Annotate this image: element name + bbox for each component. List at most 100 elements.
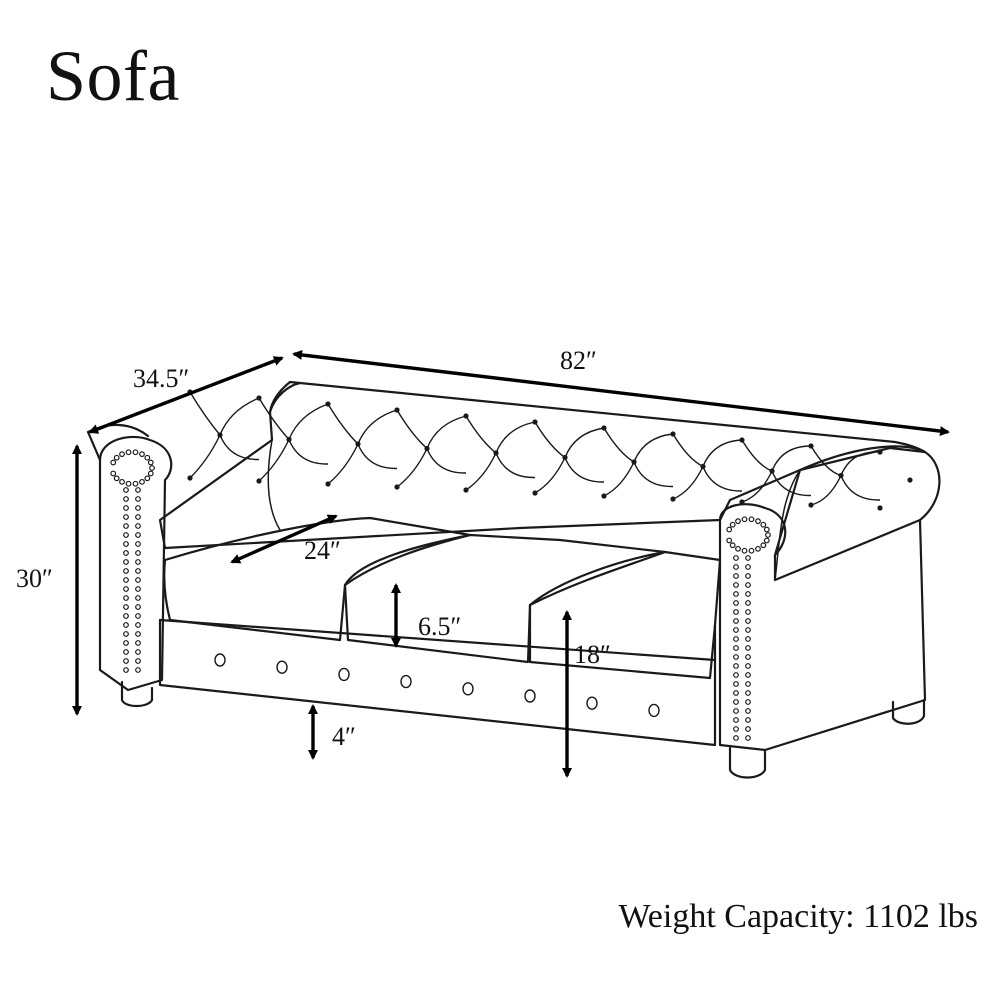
nailhead [763, 526, 770, 533]
depth-arrow [88, 356, 284, 434]
nailhead [745, 582, 751, 588]
nailhead [763, 537, 770, 544]
seat-height-label: 18″ [574, 640, 611, 669]
nailhead [139, 478, 145, 485]
nailhead [123, 496, 129, 502]
nailhead [733, 654, 739, 660]
nailhead [745, 591, 751, 597]
dimension-arrows [72, 349, 950, 778]
nailhead [123, 631, 129, 637]
nailhead [132, 480, 139, 487]
nailhead [741, 516, 748, 523]
nailhead [119, 451, 125, 458]
nailhead [135, 532, 141, 538]
cushion-thickness-label: 6.5″ [418, 612, 462, 641]
sofa-front-rail [158, 618, 717, 747]
nailhead [123, 595, 129, 601]
nailhead [733, 627, 739, 633]
nailhead [745, 609, 751, 615]
nailhead [733, 672, 739, 678]
leg-height-label: 4″ [332, 722, 356, 751]
nailhead [745, 564, 751, 570]
width-arrow [292, 349, 950, 437]
rail-button [524, 689, 536, 703]
nailhead [135, 649, 141, 655]
nailhead [123, 541, 129, 547]
nailhead [745, 573, 751, 579]
sofa-legs [120, 680, 926, 779]
nailhead [123, 559, 129, 565]
nailhead [123, 568, 129, 574]
nailhead [135, 514, 141, 520]
nailhead [119, 478, 125, 485]
nailhead [123, 550, 129, 556]
nailhead [745, 618, 751, 624]
rail-button [586, 696, 598, 710]
nailhead [110, 470, 117, 477]
nailhead [125, 480, 132, 487]
nailhead [745, 672, 751, 678]
nailhead [123, 658, 129, 664]
nailhead [135, 595, 141, 601]
nailhead [733, 609, 739, 615]
nailhead [745, 636, 751, 642]
nailhead [745, 663, 751, 669]
nailhead [123, 487, 129, 493]
nailhead [760, 521, 767, 528]
width-label: 82″ [560, 346, 597, 375]
nailhead [729, 542, 736, 549]
rail-button [338, 667, 350, 682]
weight-capacity: Weight Capacity: 1102 lbs [618, 898, 978, 935]
nailhead [123, 613, 129, 619]
nailhead [733, 699, 739, 705]
nailhead [147, 459, 154, 466]
nailhead [745, 654, 751, 660]
nailhead [135, 640, 141, 646]
nailhead [745, 555, 751, 561]
nailhead [765, 532, 771, 538]
rail-button [462, 682, 474, 696]
rail-button [214, 653, 226, 667]
depth-label: 34.5″ [133, 364, 190, 393]
nailhead [135, 487, 141, 493]
nailhead [733, 564, 739, 570]
nailhead [135, 541, 141, 547]
nailhead [135, 550, 141, 556]
nailhead [735, 545, 741, 552]
nailhead [144, 454, 151, 461]
nailhead [745, 627, 751, 633]
nailhead [123, 514, 129, 520]
nailhead [135, 667, 141, 673]
nailhead [123, 667, 129, 673]
nailhead [123, 523, 129, 529]
nailhead [135, 613, 141, 619]
seat-depth-label: 24″ [304, 536, 341, 565]
nailhead [733, 726, 739, 732]
diagram-title: Sofa [46, 36, 180, 116]
nailhead [123, 604, 129, 610]
nailhead [123, 577, 129, 583]
nailhead [123, 532, 129, 538]
nailhead [733, 708, 739, 714]
nailhead [135, 523, 141, 529]
nailhead [745, 600, 751, 606]
nailhead [733, 681, 739, 687]
nailhead [135, 586, 141, 592]
nailhead [745, 699, 751, 705]
tuft-button [877, 449, 883, 455]
nailhead [733, 690, 739, 696]
nailhead [735, 518, 741, 525]
nailhead [745, 690, 751, 696]
nailhead [726, 537, 733, 544]
nailhead [741, 547, 748, 554]
nailhead [135, 604, 141, 610]
nailhead [149, 465, 155, 471]
right-arm [718, 445, 941, 752]
nailhead [135, 505, 141, 511]
nailhead [733, 555, 739, 561]
nailhead [123, 586, 129, 592]
nailhead [733, 735, 739, 741]
seat-depth-arrow [230, 514, 338, 564]
nailhead [733, 636, 739, 642]
